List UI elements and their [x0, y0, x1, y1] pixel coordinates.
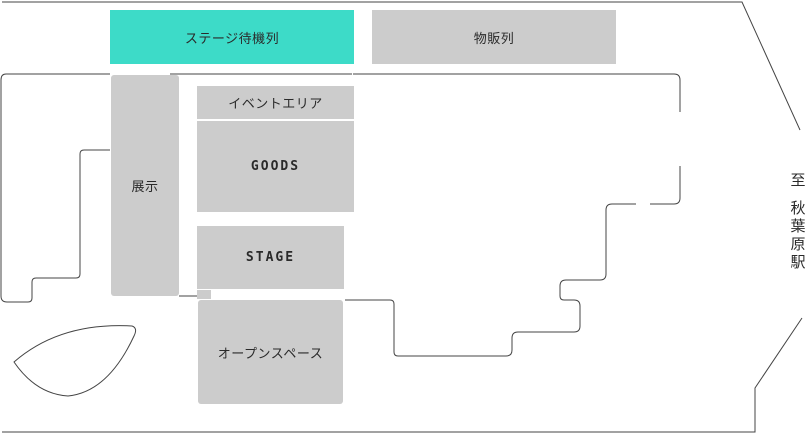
queue-stage-label: ステージ待機列: [184, 31, 280, 47]
direction-label: 至 秋 葉 原 駅: [786, 172, 808, 270]
column-mark: [197, 290, 211, 299]
event-area-label: イベントエリア: [228, 97, 323, 112]
open-space-label: オープンスペース: [217, 346, 324, 362]
station-char: 原: [790, 235, 806, 253]
right-room-wall: [345, 73, 681, 357]
queue-merch-label: 物販列: [473, 31, 515, 47]
goods-label: GOODS: [250, 159, 301, 174]
stage-label: STAGE: [245, 250, 296, 265]
queue-merch-area[interactable]: 物販列: [372, 10, 616, 64]
event-area[interactable]: イベントエリア: [197, 86, 354, 119]
queue-stage-area[interactable]: ステージ待機列: [110, 10, 354, 64]
station-char: 駅: [790, 253, 806, 271]
exhibit-area[interactable]: 展示: [111, 75, 179, 296]
goods-area[interactable]: GOODS: [197, 121, 354, 212]
lens-object: [13, 325, 137, 397]
station-char: 秋: [790, 199, 806, 217]
station-char: 葉: [790, 217, 806, 235]
exhibit-label: 展示: [131, 180, 159, 195]
open-space-area[interactable]: オープンスペース: [198, 300, 343, 404]
direction-to: 至: [790, 171, 806, 189]
stage-area[interactable]: STAGE: [197, 226, 344, 289]
left-room-wall: [0, 73, 110, 303]
